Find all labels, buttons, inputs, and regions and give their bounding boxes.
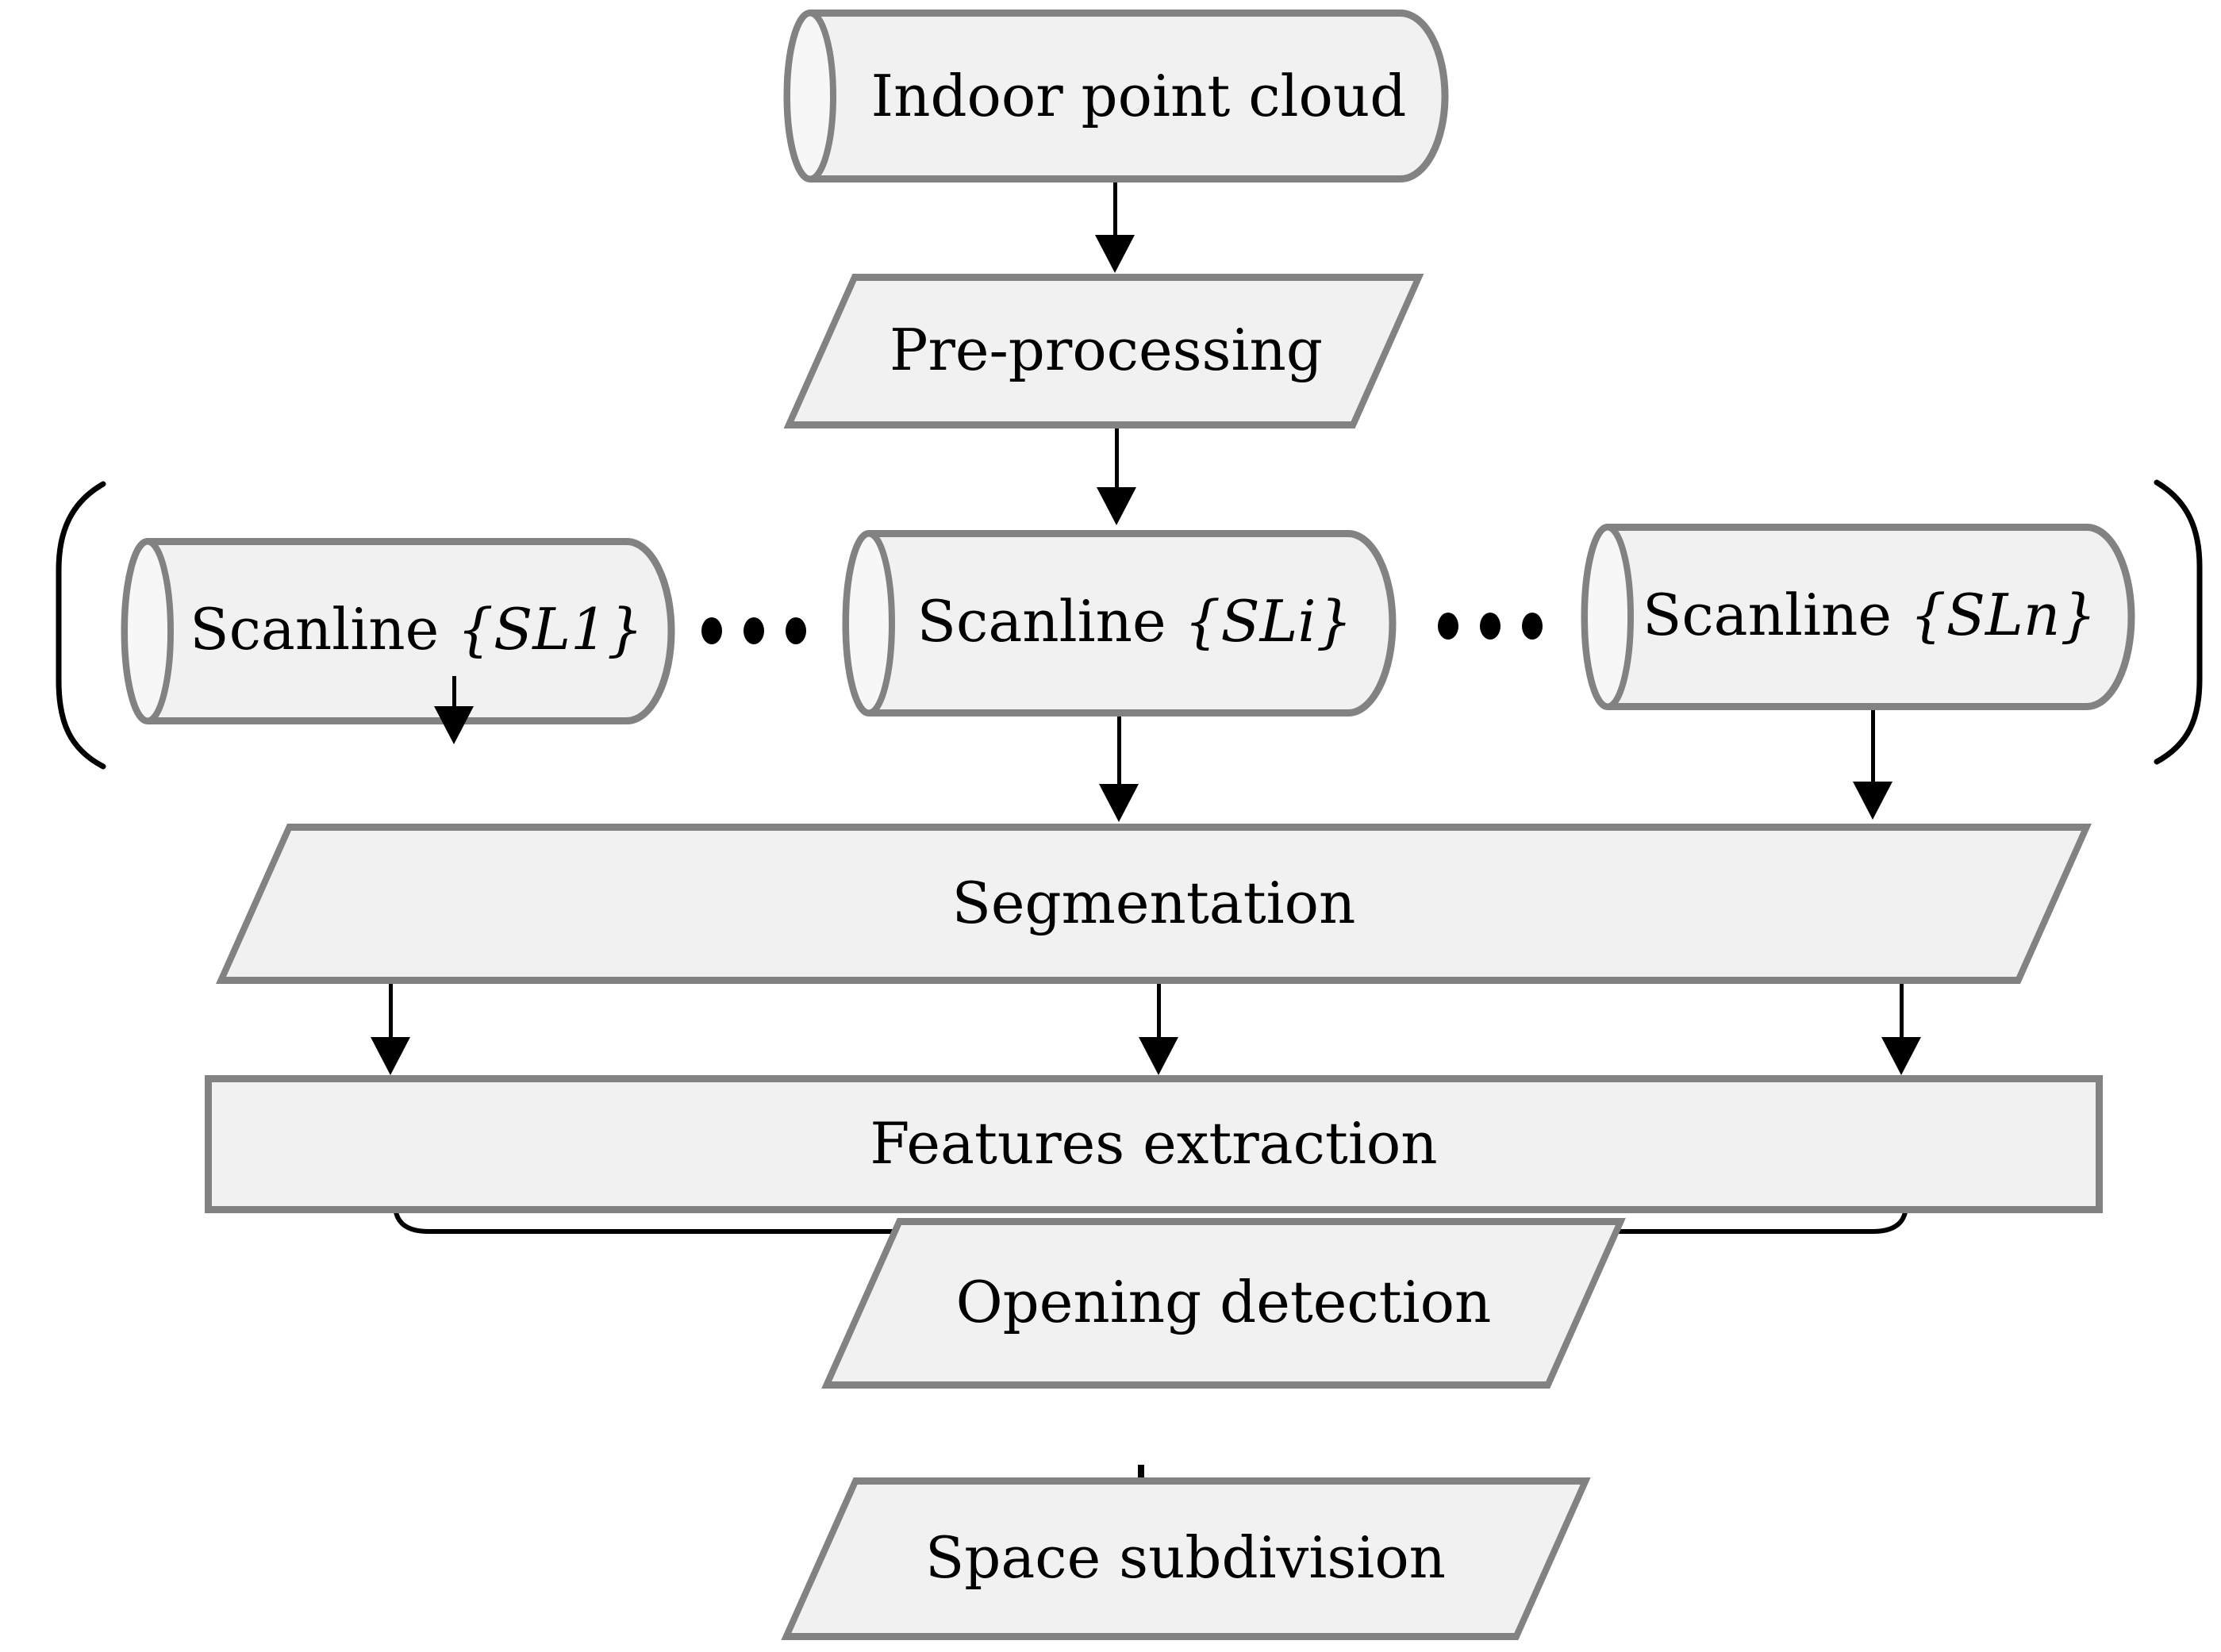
dot <box>1480 613 1501 640</box>
node-segmentation-label: Segmentation <box>951 870 1356 936</box>
arrow-shaft <box>1900 984 1904 1039</box>
node-indoor-point-cloud-label: Indoor point cloud <box>870 63 1407 129</box>
arrow-shaft <box>1115 428 1119 489</box>
node-indoor-point-cloud <box>782 10 1449 182</box>
arrow-shaft <box>1871 710 1875 783</box>
arrow-shaft <box>1113 182 1117 236</box>
node-space-subdivision-label: Space subdivision <box>924 1524 1447 1591</box>
arrow-head <box>434 706 474 744</box>
arrow-head <box>1097 487 1136 525</box>
arrow-head <box>1095 235 1135 273</box>
node-scanline-sln-label: Scanline {SLn} <box>1643 582 2096 648</box>
node-features-extraction-label: Features extraction <box>870 1110 1438 1177</box>
ellipsis-2 <box>1438 613 1543 640</box>
node-opening-detection-label: Opening detection <box>955 1269 1492 1335</box>
node-scanline-sl1-label: Scanline {SL1} <box>190 596 644 663</box>
arrow-head <box>1853 782 1892 820</box>
cylinder-shape <box>842 530 1397 717</box>
node-scanline-sli <box>840 530 1397 717</box>
arrow-head <box>371 1037 410 1075</box>
node-pre-processing-label: Pre-processing <box>890 317 1323 383</box>
arrow-shaft <box>389 984 393 1039</box>
arrow-head <box>1881 1037 1921 1075</box>
dot <box>1438 613 1458 640</box>
cylinder-shape <box>1581 524 2135 710</box>
node-scanline-sli-label: Scanline {SLi} <box>916 588 1353 655</box>
dot <box>1522 613 1543 640</box>
left-parenthesis <box>56 481 106 770</box>
ellipsis-1 <box>701 617 806 644</box>
right-parenthesis <box>2154 479 2203 765</box>
node-scanline-sl1 <box>119 538 675 724</box>
arrow-head <box>1139 1037 1178 1075</box>
cylinder-shape <box>121 538 675 724</box>
dot <box>744 617 764 644</box>
arrow-shaft <box>1157 984 1161 1039</box>
arrow-head <box>1099 784 1139 822</box>
arrow-shaft <box>452 676 456 708</box>
node-scanline-sln <box>1579 524 2135 710</box>
node-features-extraction <box>205 1075 2103 1213</box>
dot <box>701 617 722 644</box>
cylinder-shape <box>783 10 1449 182</box>
dot <box>786 617 806 644</box>
arrow-shaft <box>1117 717 1121 786</box>
